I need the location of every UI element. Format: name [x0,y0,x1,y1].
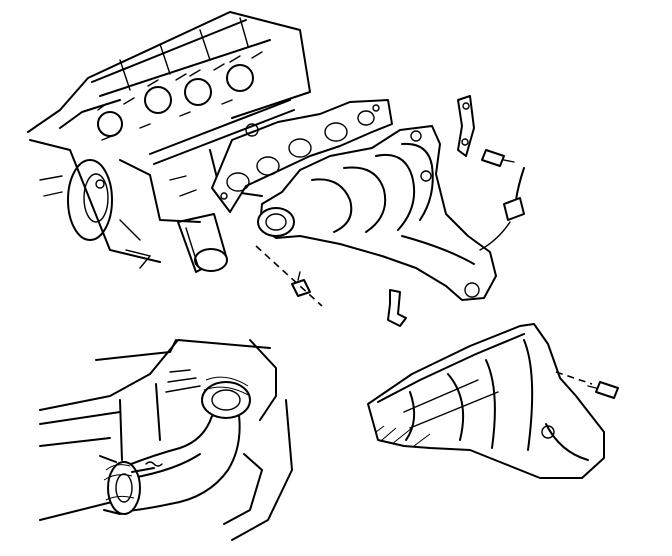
exhaust-pipe-connection [39,339,293,541]
oxygen-sensor [479,167,525,251]
exhaust-manifold-gasket [211,99,393,213]
assembly-line-2 [555,371,593,385]
bracket-clip [387,289,407,327]
oil-filter [177,213,228,273]
heat-shield-bolt [587,381,619,399]
engine-block [27,11,311,269]
manifold-nut [291,271,311,297]
assembly-line-1 [255,245,323,307]
bracket [457,95,475,157]
manifold-heat-shield [367,323,605,479]
manifold-bolt [481,149,515,167]
exhaust-manifold [257,125,497,301]
